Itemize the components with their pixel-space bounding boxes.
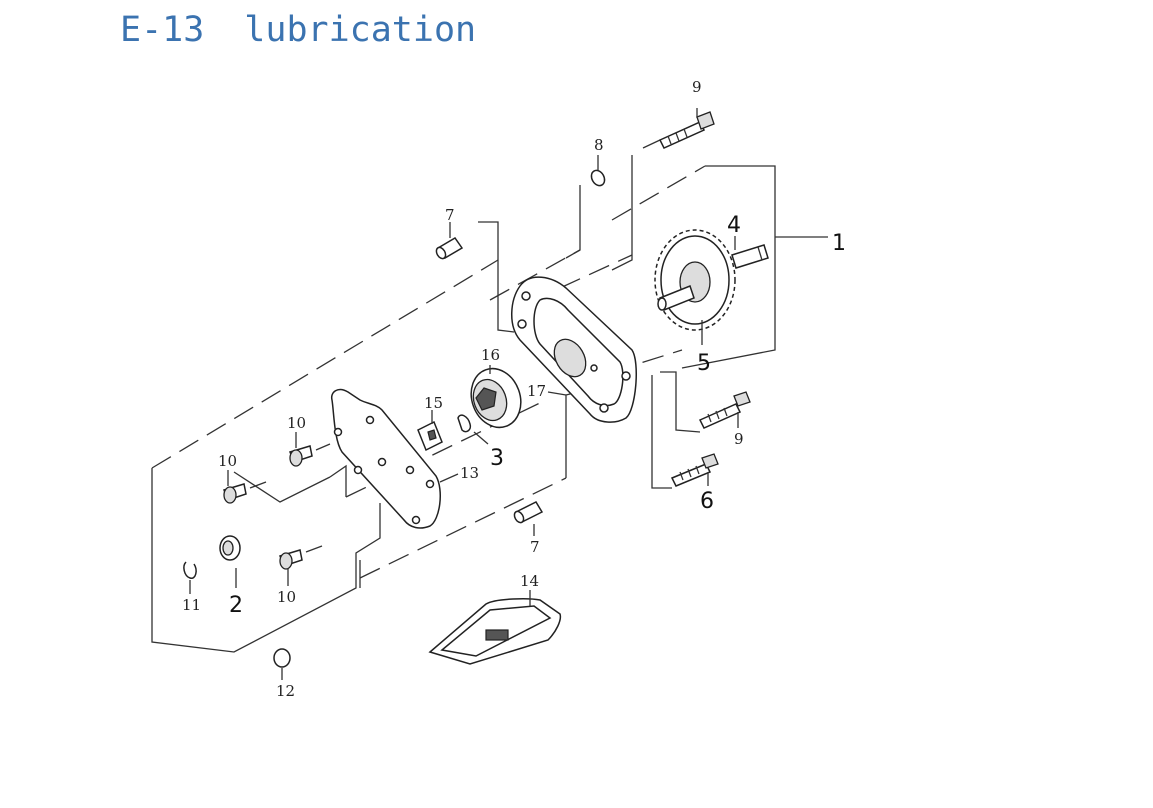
part-2-oil-seal bbox=[219, 535, 241, 588]
callout-14: 14 bbox=[520, 572, 539, 590]
part-14-oil-strainer bbox=[428, 590, 562, 665]
callout-7-lower: 7 bbox=[530, 538, 540, 556]
callout-6: 6 bbox=[700, 489, 714, 514]
callout-10-lower: 10 bbox=[277, 588, 296, 606]
part-10-screws bbox=[222, 432, 331, 586]
part-8-o-ring bbox=[590, 169, 606, 187]
callout-16: 16 bbox=[481, 346, 500, 364]
part-6-bolt bbox=[670, 453, 719, 487]
part-4-5-gear-shaft bbox=[654, 229, 769, 345]
callout-7-upper: 7 bbox=[445, 206, 455, 224]
part-15-clip bbox=[417, 410, 443, 452]
callout-1: 1 bbox=[832, 231, 846, 256]
part-7-lower-dowel bbox=[513, 501, 544, 536]
part-3-pin bbox=[457, 414, 472, 433]
callout-12: 12 bbox=[276, 682, 295, 700]
callout-9-lower: 9 bbox=[734, 430, 744, 448]
callout-labels: 1 2 3 4 5 6 7 7 8 9 9 10 10 10 11 12 13 … bbox=[182, 78, 846, 700]
part-9-upper-bolt bbox=[658, 108, 715, 149]
part-7-upper-dowel bbox=[435, 222, 464, 260]
callout-10-left: 10 bbox=[218, 452, 237, 470]
callout-10-upper: 10 bbox=[287, 414, 306, 432]
part-9-lower-bolt bbox=[698, 391, 751, 429]
part-1-pump-body bbox=[511, 276, 637, 423]
callout-15: 15 bbox=[424, 394, 443, 412]
part-11-circlip bbox=[183, 561, 197, 594]
callout-8: 8 bbox=[594, 136, 604, 154]
part-12-o-ring bbox=[273, 648, 291, 668]
section-title: lubrication bbox=[244, 10, 477, 50]
callout-4: 4 bbox=[727, 213, 741, 238]
callout-17: 17 bbox=[527, 382, 546, 400]
part-16-rotor bbox=[470, 365, 522, 429]
callout-13: 13 bbox=[460, 464, 479, 482]
callout-5: 5 bbox=[697, 351, 711, 376]
callout-3: 3 bbox=[490, 446, 504, 471]
section-code: E-13 bbox=[120, 10, 205, 50]
page-title: E-13 lubrication bbox=[120, 10, 476, 50]
part-13-cover-plate bbox=[330, 388, 459, 529]
callout-9-upper: 9 bbox=[692, 78, 702, 96]
callout-11: 11 bbox=[182, 596, 201, 614]
callout-2: 2 bbox=[229, 593, 243, 618]
